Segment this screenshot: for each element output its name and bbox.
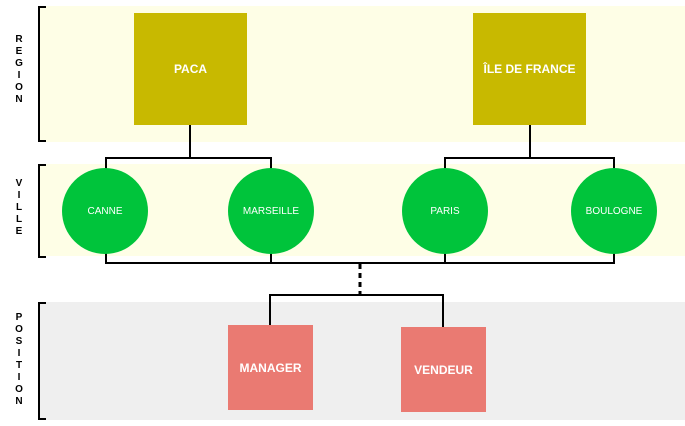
band-label-letter: V <box>15 178 23 189</box>
band-label-letter: G <box>15 58 23 69</box>
band-label-letter: L <box>15 214 23 225</box>
band-label-letter: E <box>15 46 23 57</box>
band-label-letter: N <box>15 396 23 407</box>
region-bracket <box>38 6 46 142</box>
position-node-manager[interactable]: MANAGER <box>228 325 313 410</box>
band-label-letter: T <box>15 360 23 371</box>
band-label-letter: R <box>15 34 23 45</box>
band-label-letter: I <box>17 70 21 81</box>
region-node-label: PACA <box>173 62 208 76</box>
band-label-letter: I <box>17 190 21 201</box>
band-label-letter: E <box>15 226 23 237</box>
position-node-vendeur[interactable]: VENDEUR <box>401 327 486 412</box>
ville-bracket <box>38 164 46 258</box>
ville-node-marseille[interactable]: MARSEILLE <box>228 168 314 254</box>
position-bracket <box>38 302 46 420</box>
ville-node-label: PARIS <box>430 205 460 217</box>
position-node-label: MANAGER <box>239 360 302 375</box>
band-label-letter: O <box>15 324 23 335</box>
band-label-letter: I <box>17 372 21 383</box>
band-label-letter: N <box>15 94 23 105</box>
band-label-letter: O <box>15 384 23 395</box>
position-band <box>38 302 685 420</box>
position-node-label: VENDEUR <box>414 362 473 377</box>
ville-node-label: MARSEILLE <box>242 205 300 217</box>
ville-node-label: BOULOGNE <box>585 205 643 217</box>
region-node-paca[interactable]: PACA <box>134 13 247 125</box>
ville-node-label: CANNE <box>87 205 123 217</box>
region-node-ile-de-france[interactable]: ÎLE DE FRANCE <box>473 13 586 125</box>
band-label-letter: L <box>15 202 23 213</box>
ville-node-paris[interactable]: PARIS <box>402 168 488 254</box>
band-label-letter: S <box>15 336 23 347</box>
ville-node-boulogne[interactable]: BOULOGNE <box>571 168 657 254</box>
band-label-letter: O <box>15 82 23 93</box>
region-node-label: ÎLE DE FRANCE <box>483 62 576 76</box>
band-label-letter: P <box>15 312 23 323</box>
ville-node-canne[interactable]: CANNE <box>62 168 148 254</box>
band-label-letter: I <box>17 348 21 359</box>
